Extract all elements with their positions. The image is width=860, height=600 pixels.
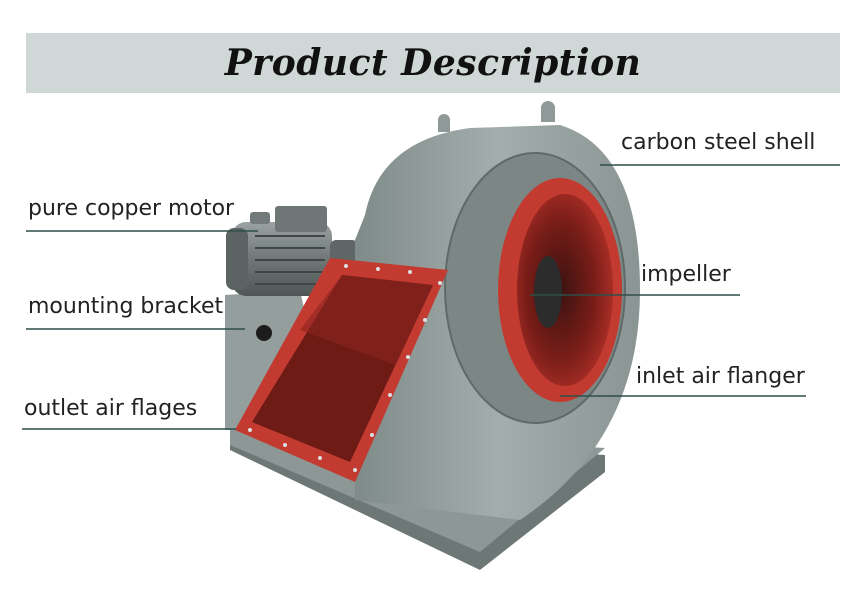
page-title: Product Description (224, 42, 642, 84)
label-carbon-steel-shell: carbon steel shell (621, 130, 816, 155)
motor-fins (255, 235, 325, 285)
impeller-hub (534, 256, 562, 328)
header-banner: Product Description (26, 33, 840, 93)
label-impeller: impeller (641, 262, 731, 287)
motor-fan-cover (226, 228, 248, 290)
outlet-flange-bolts (248, 264, 442, 472)
outlet-inner-shadow (300, 275, 433, 365)
label-pure-copper-motor: pure copper motor (28, 196, 235, 221)
motor-terminal-box (275, 206, 327, 232)
lifting-lug-left (438, 114, 450, 132)
shell-side-ring-edge (444, 152, 626, 424)
bracket-hole (256, 325, 272, 341)
label-inlet-air-flanger: inlet air flanger (636, 364, 805, 389)
motor-lifting-lug (250, 212, 270, 224)
label-outlet-air-flages: outlet air flages (24, 396, 198, 421)
inlet-opening (517, 194, 613, 386)
label-mounting-bracket: mounting bracket (28, 294, 224, 319)
lifting-lug-right (541, 101, 555, 122)
